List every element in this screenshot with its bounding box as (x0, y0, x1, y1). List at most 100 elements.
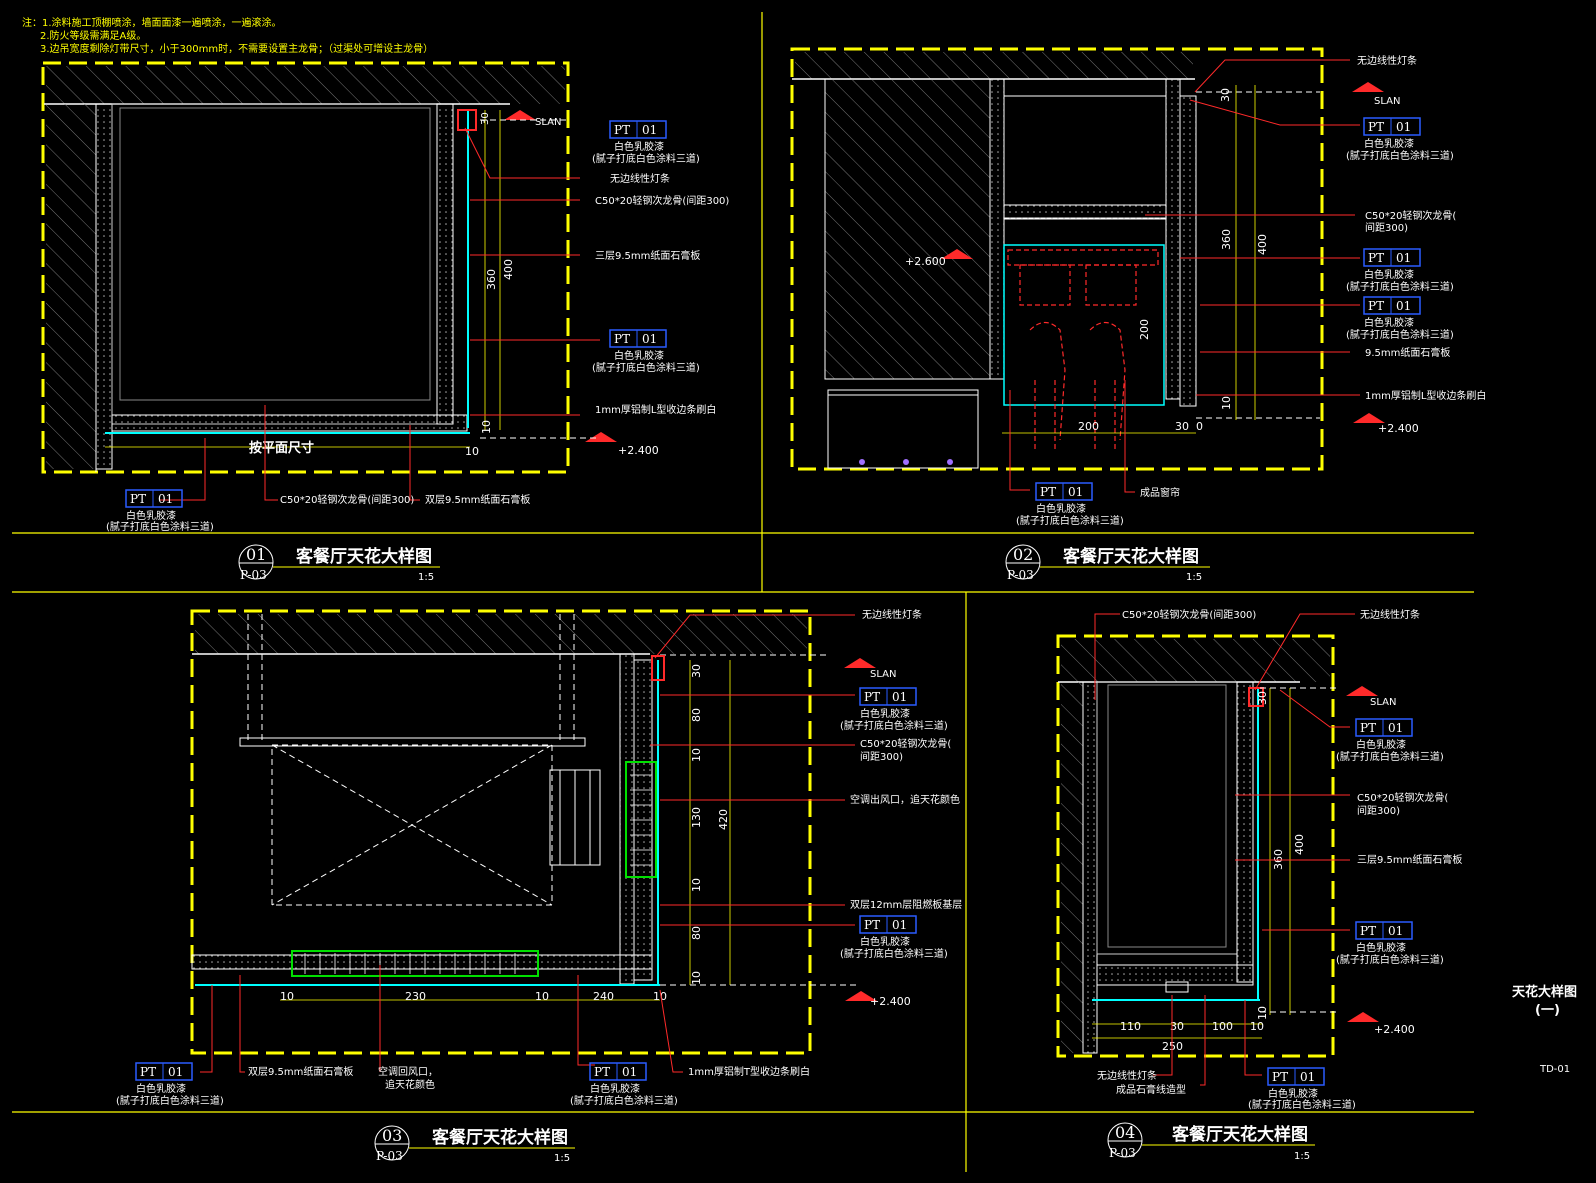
detail-scale: 1:5 (1294, 1151, 1310, 1162)
note-line-2: 2.防火等级需满足A级。 (40, 29, 146, 42)
title-block-03: 03 P-03 客餐厅天花大样图 1:5 (374, 1125, 575, 1164)
pt-code: PT (1368, 251, 1384, 265)
dim-02-30: 30 (1219, 88, 1232, 102)
dim-03-10e: 10 (535, 990, 549, 1003)
pt-code: PT (1368, 120, 1384, 134)
callout-02-led: 无边线性灯条 (1357, 54, 1417, 67)
title-block-02: 02 P-03 客餐厅天花大样图 1:5 (1005, 544, 1210, 583)
sheet-grid (12, 12, 1474, 1172)
pt-name: 白色乳胶漆 (1364, 268, 1414, 281)
callout-03-ply: 双层12mm层阻燃板基层 (850, 898, 962, 911)
note-line-3: 3.边吊宽度剩除灯带尺寸，小于300mm时，不需要设置主龙骨；（过渠处可增设主龙… (40, 42, 433, 55)
pt-spec: (腻子打底白色涂料三道) (1346, 149, 1454, 162)
pt-tag-01b: PT 01 白色乳胶漆 (腻子打底白色涂料三道) (592, 329, 700, 374)
dim-01-30: 30 (480, 112, 491, 125)
pt-name: 白色乳胶漆 (1268, 1087, 1318, 1100)
callout-01-led: 无边线性灯条 (610, 172, 670, 185)
flat-dimension-label: 按平面尺寸 (249, 440, 314, 456)
pt-name: 白色乳胶漆 (860, 935, 910, 948)
dim-01-10b: 10 (465, 445, 479, 458)
dim-02-200v: 200 (1138, 319, 1151, 340)
pt-num: 01 (158, 492, 173, 506)
pt-spec: (腻子打底白色涂料三道) (1016, 514, 1124, 527)
title-block-04: 04 P-03 客餐厅天花大样图 1:5 (1107, 1122, 1315, 1162)
pt-spec: (腻子打底白色涂料三道) (840, 719, 948, 732)
detail-02-drawing (790, 47, 1385, 471)
pt-num: 01 (892, 918, 907, 932)
pt-name: 白色乳胶漆 (126, 509, 176, 522)
pt-tag-04a: PT 01 白色乳胶漆 (腻子打底白色涂料三道) (1336, 718, 1444, 763)
pt-code: PT (614, 123, 630, 137)
dim-03-240: 240 (593, 990, 614, 1003)
callout-03-board: 双层9.5mm纸面石膏板 (248, 1065, 353, 1078)
detail-number: 01 (246, 545, 266, 564)
callout-03-ret-b: 追天花颜色 (385, 1078, 435, 1091)
callout-02-board: 9.5mm纸面石膏板 (1365, 346, 1450, 359)
pt-spec: (腻子打底白色涂料三道) (1336, 953, 1444, 966)
slan-label-04: SLAN (1370, 697, 1396, 708)
pt-spec: (腻子打底白色涂料三道) (592, 152, 700, 165)
pt-num: 01 (642, 332, 657, 346)
pt-code: PT (594, 1065, 610, 1079)
dim-04-400: 400 (1293, 834, 1306, 855)
pt-spec: (腻子打底白色涂料三道) (106, 520, 214, 533)
dim-01-360: 360 (485, 269, 498, 290)
pt-tag-03b: PT 01 白色乳胶漆 (腻子打底白色涂料三道) (840, 915, 948, 960)
dim-04-10b: 10 (1250, 1020, 1264, 1033)
callout-01-board-b: 双层9.5mm纸面石膏板 (425, 493, 530, 506)
detail-01-drawing (41, 61, 617, 474)
dim-04-100: 100 (1212, 1020, 1233, 1033)
pt-num: 01 (1396, 120, 1411, 134)
dim-03-130: 130 (690, 807, 703, 828)
callout-03-led: 无边线性灯条 (862, 608, 922, 621)
dim-04-110: 110 (1120, 1020, 1141, 1033)
pt-tag-04b: PT 01 白色乳胶漆 (腻子打底白色涂料三道) (1336, 921, 1444, 966)
detail-sheet: P-03 (1109, 1146, 1136, 1160)
detail-scale: 1:5 (554, 1153, 570, 1164)
callout-02-keel-a: C50*20轻钢次龙骨( (1365, 209, 1456, 222)
dim-01-10a: 10 (480, 420, 493, 434)
dim-02-360: 360 (1220, 229, 1233, 250)
detail-title: 客餐厅天花大样图 (1062, 546, 1199, 567)
pt-name: 白色乳胶漆 (860, 707, 910, 720)
pt-tag-03c: PT 01 白色乳胶漆 (腻子打底白色涂料三道) (116, 1062, 224, 1107)
detail-04-drawing (1056, 634, 1379, 1058)
dim-03-420: 420 (717, 809, 730, 830)
pt-spec: (腻子打底白色涂料三道) (1346, 280, 1454, 293)
detail-04-leaders (1094, 613, 1355, 1086)
pt-code: PT (864, 918, 880, 932)
dim-03-10b: 10 (690, 878, 703, 892)
pt-code: PT (864, 690, 880, 704)
dim-03-80b: 80 (690, 926, 703, 940)
pt-name: 白色乳胶漆 (614, 349, 664, 362)
callout-04-keel: C50*20轻钢次龙骨(间距300) (1122, 608, 1256, 621)
callout-01-board: 三层9.5mm纸面石膏板 (595, 249, 700, 262)
pt-tag-02d: PT 01 白色乳胶漆 (腻子打底白色涂料三道) (1016, 482, 1124, 527)
detail-number: 02 (1013, 545, 1033, 564)
drawing-code: TD-01 (1539, 1064, 1570, 1075)
pt-tag-02c: PT 01 白色乳胶漆 (腻子打底白色涂料三道) (1346, 296, 1454, 341)
pt-code: PT (1272, 1070, 1288, 1084)
level-02-240: +2.400 (1378, 422, 1419, 435)
detail-03-leaders (200, 614, 855, 1073)
pt-spec: (腻子打底白色涂料三道) (1346, 328, 1454, 341)
callout-03-ret-a: 空调回风口， (378, 1065, 438, 1078)
callout-03-supply: 空调出风口，追天花颜色 (850, 793, 960, 806)
pt-tag-04c: PT 01 白色乳胶漆 (腻子打底白色涂料三道) (1248, 1067, 1356, 1111)
pt-spec: (腻子打底白色涂料三道) (592, 361, 700, 374)
pt-num: 01 (622, 1065, 637, 1079)
detail-01-leaders (160, 127, 600, 501)
drawing-title: 天花大样图 (1512, 984, 1577, 1000)
dim-03-10c: 10 (690, 971, 703, 985)
callout-02-keel-b: 间距300) (1365, 221, 1408, 234)
pt-name: 白色乳胶漆 (136, 1082, 186, 1095)
detail-title: 客餐厅天花大样图 (295, 546, 432, 567)
level-03: +2.400 (870, 995, 911, 1008)
pt-name: 白色乳胶漆 (590, 1082, 640, 1095)
pt-num: 01 (1396, 299, 1411, 313)
dim-01-400: 400 (502, 259, 515, 280)
pt-tag-02b: PT 01 白色乳胶漆 (腻子打底白色涂料三道) (1346, 248, 1454, 293)
dim-04-10: 10 (1256, 1006, 1269, 1020)
pt-name: 白色乳胶漆 (1364, 137, 1414, 150)
pt-name: 白色乳胶漆 (1356, 941, 1406, 954)
